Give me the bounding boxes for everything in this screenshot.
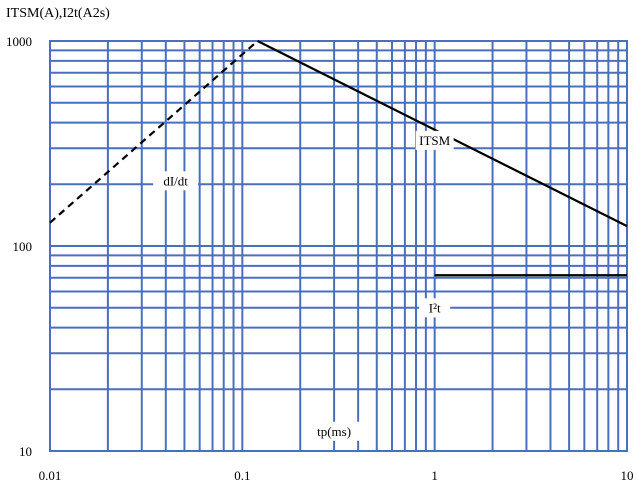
annotations: dI/dt ITSM I²t tp(ms) — [153, 130, 454, 441]
x-tick-label: 10 — [621, 468, 634, 483]
x-tick-label: 0.01 — [39, 468, 62, 483]
annotation-label: ITSM — [419, 133, 451, 148]
x-tick-label: 1 — [431, 468, 438, 483]
x-tick-label: 0.1 — [234, 468, 250, 483]
annotation-bg — [153, 171, 199, 191]
annotation-label: I²t — [429, 300, 441, 315]
y-axis-title: ITSM(A),I2t(A2s) — [6, 6, 110, 21]
annotation-label: tp(ms) — [317, 424, 351, 439]
y-tick-label: 1000 — [6, 34, 32, 49]
annotation-label: dI/dt — [163, 173, 188, 188]
annotation-bg — [415, 130, 454, 150]
y-tick-label: 10 — [19, 444, 32, 459]
annotation-bg — [419, 298, 451, 318]
y-tick-label: 100 — [13, 239, 33, 254]
grid-lines — [49, 40, 628, 452]
axis-tick-labels: 0.01 0.1 1 10 10 100 1000 — [6, 34, 634, 483]
annotation-bg — [308, 421, 361, 441]
series-line-di-dt — [49, 40, 259, 224]
